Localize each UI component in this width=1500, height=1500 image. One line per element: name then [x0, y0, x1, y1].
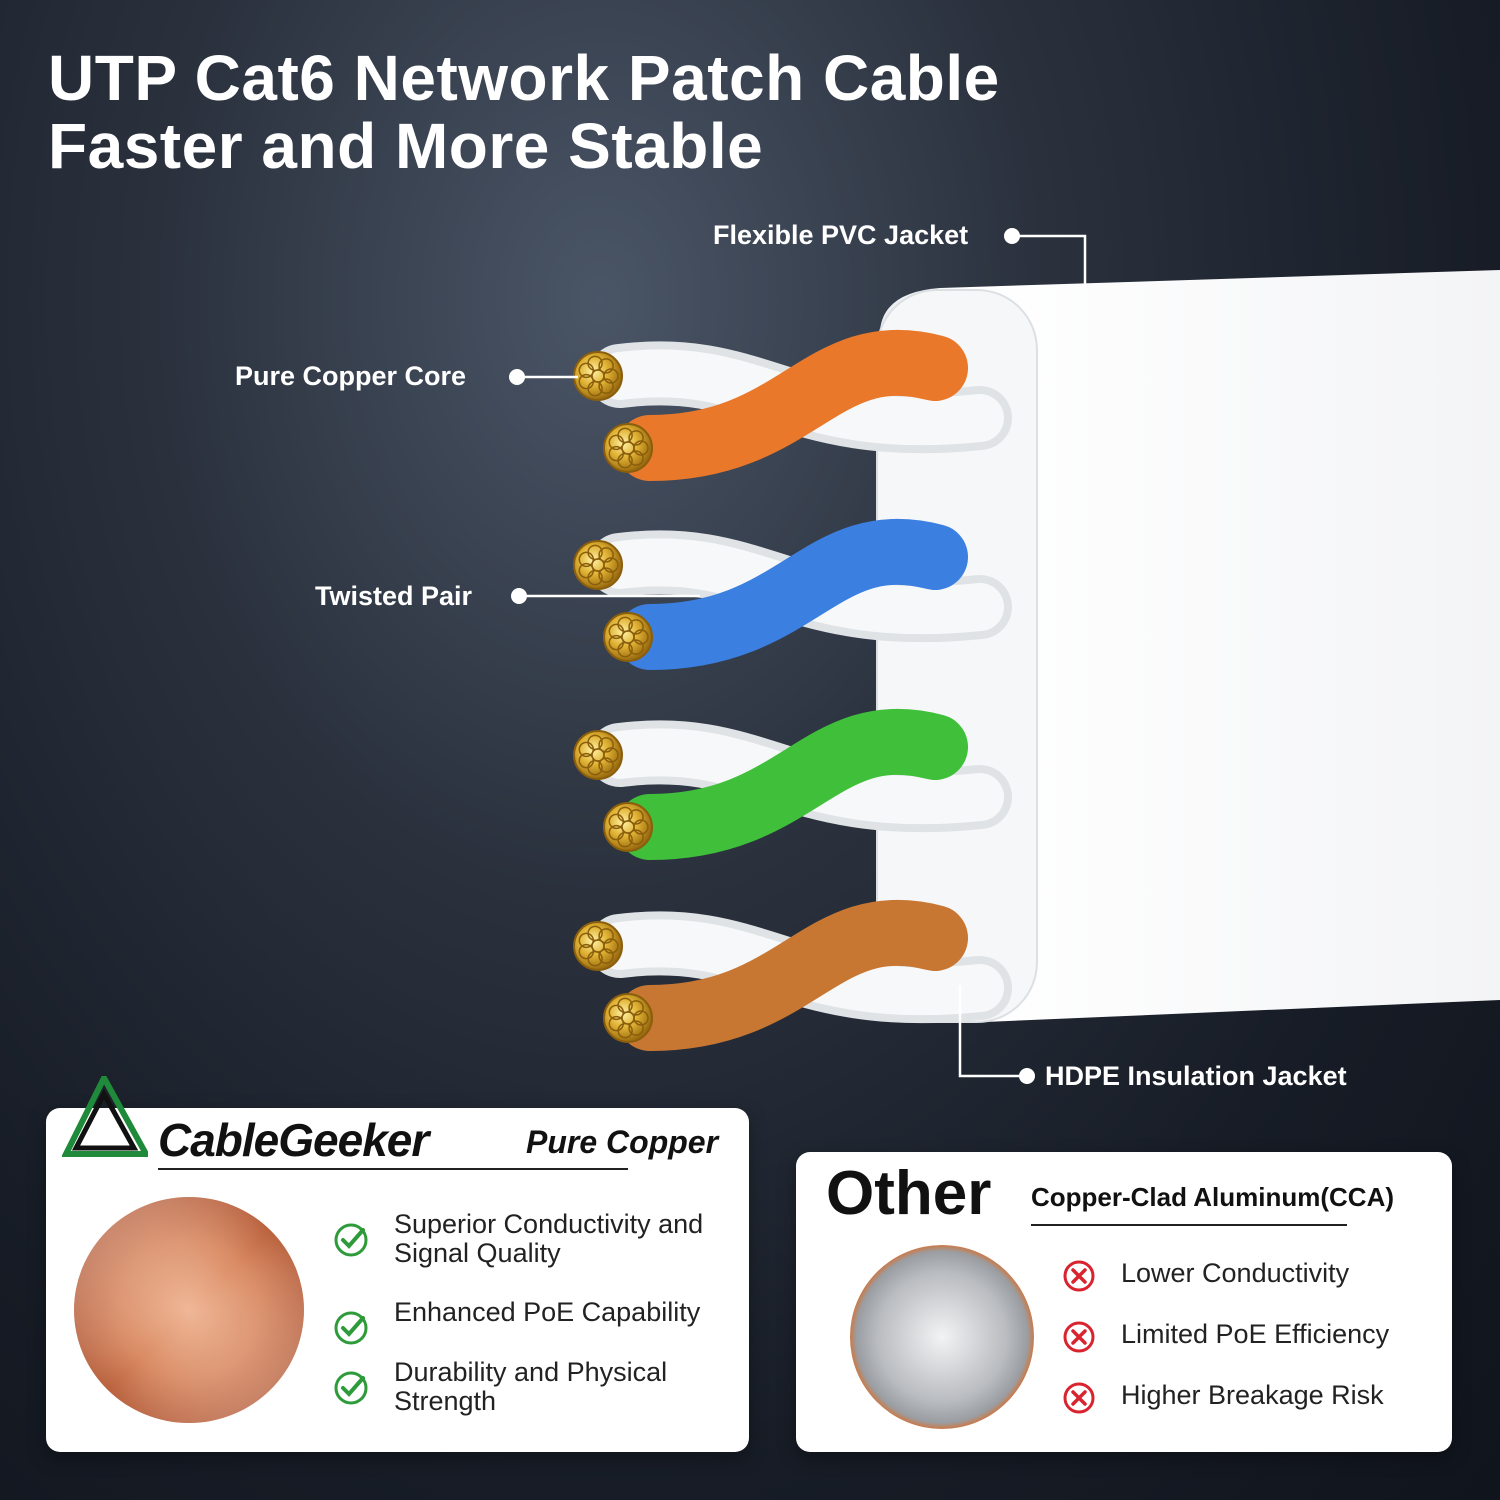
colored-wire [617, 899, 968, 1051]
cca-feature-text: Higher Breakage Risk [1121, 1380, 1384, 1410]
colored-wire [617, 329, 968, 481]
colored-wire [617, 518, 968, 670]
check-icon [333, 1370, 369, 1411]
other-subtitle: Copper-Clad Aluminum(CCA) [1031, 1182, 1395, 1212]
copper-core-top [573, 351, 623, 401]
copper-core-bottom [603, 802, 653, 852]
cross-icon [1062, 1381, 1096, 1420]
colored-wire [617, 708, 968, 860]
hdpe-dot [1019, 1068, 1035, 1084]
feature-line-2: Signal Quality [394, 1238, 561, 1268]
cablegeeker-logo-icon [62, 1076, 148, 1157]
copper-core-top [573, 540, 623, 590]
title-line-2: Faster and More Stable [48, 110, 764, 182]
copper-core-bottom [603, 423, 653, 473]
brand-feature-text: Enhanced PoE Capability [394, 1298, 700, 1327]
callout-copper-core: Pure Copper Core [235, 361, 467, 391]
title-line-1: UTP Cat6 Network Patch Cable [48, 42, 1000, 114]
cross-icon [1062, 1259, 1096, 1298]
twisted-pair-2 [573, 518, 1012, 670]
twisted-pair-3 [573, 708, 1012, 860]
aluminum-disc-image [850, 1245, 1034, 1429]
pvc-leader [1012, 234, 1087, 288]
twisted-pair-4 [573, 899, 1012, 1051]
cable-cross-section-illustration [509, 228, 1500, 1084]
callout-twisted-pair: Twisted Pair [315, 581, 473, 611]
copper-core-top [573, 921, 623, 971]
callout-hdpe-jacket: HDPE Insulation Jacket [1045, 1061, 1347, 1091]
twisted-pair-1 [573, 329, 1012, 481]
check-icon [333, 1310, 369, 1351]
callout-pvc-jacket: Flexible PVC Jacket [713, 220, 969, 250]
feature-line-1: Durability and Physical [394, 1357, 668, 1387]
pvc-dot [1004, 228, 1020, 244]
feature-line-2: Strength [394, 1386, 497, 1416]
copper-dot [509, 369, 525, 385]
hdpe-leader [958, 985, 1026, 1078]
pair-dot [511, 588, 527, 604]
copper-core-top [573, 730, 623, 780]
cca-feature-text: Lower Conductivity [1121, 1258, 1350, 1288]
check-icon [333, 1222, 369, 1263]
other-title: Other [826, 1159, 992, 1228]
copper-core-bottom [603, 993, 653, 1043]
copper-disc-image [74, 1197, 304, 1423]
brand-logo-text: CableGeeker [158, 1114, 429, 1166]
feature-line-1: Enhanced PoE Capability [394, 1297, 701, 1327]
leader-dots [509, 228, 1035, 1084]
copper-core-bottom [603, 612, 653, 662]
cross-icon [1062, 1320, 1096, 1359]
brand-tagline: Pure Copper [526, 1124, 719, 1160]
other-underline [1031, 1224, 1347, 1226]
page-title: UTP Cat6 Network Patch Cable Faster and … [48, 44, 1000, 180]
cca-feature-text: Limited PoE Efficiency [1121, 1319, 1390, 1349]
leader-lines [517, 234, 1087, 1078]
brand-underline [158, 1168, 628, 1170]
feature-line-1: Superior Conductivity and [394, 1209, 704, 1239]
